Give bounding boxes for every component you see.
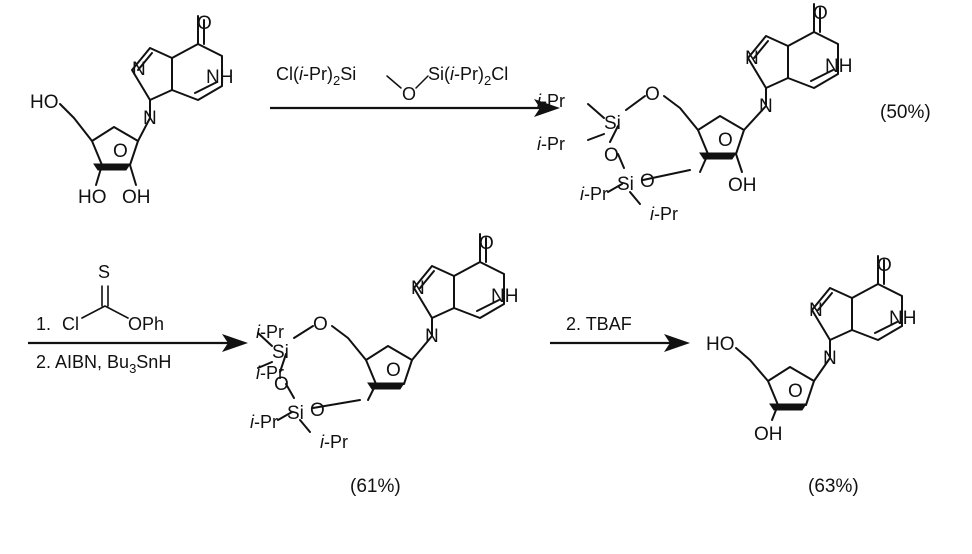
atom-label: N bbox=[823, 348, 837, 369]
atom-label: NH bbox=[889, 308, 916, 329]
atom-label: O bbox=[877, 255, 892, 276]
substituent-label: i-Pr bbox=[650, 204, 678, 224]
reagent-number: 1. bbox=[36, 314, 51, 334]
atom-label: N bbox=[425, 326, 439, 347]
atom-label: NH bbox=[206, 67, 233, 88]
substituent-label: i-Pr bbox=[580, 184, 608, 204]
atom-label: N bbox=[745, 48, 759, 69]
product-1: O N NH N O O Si O Si O OH i-Pr i-Pr i-Pr… bbox=[537, 3, 931, 224]
product-3: O N NH N O HO OH (63%) bbox=[706, 255, 916, 497]
atom-label: O bbox=[274, 374, 289, 395]
substituent-label: i-Pr bbox=[320, 432, 348, 452]
atom-label: O bbox=[313, 314, 328, 335]
atom-label: Si bbox=[272, 342, 289, 363]
reagent-label: Cl(i-Pr)2Si bbox=[276, 64, 356, 88]
starting-material: O N NH N O HO HO OH bbox=[30, 13, 233, 208]
atom-label: Si bbox=[604, 113, 621, 134]
product-2: O N NH N O O Si O Si O i-Pr i-Pr i-Pr i-… bbox=[250, 233, 518, 497]
atom-label: N bbox=[132, 59, 146, 80]
substituent-label: i-Pr bbox=[256, 322, 284, 342]
yield-label: (63%) bbox=[808, 476, 859, 497]
atom-label: OH bbox=[122, 187, 151, 208]
yield-label: (50%) bbox=[880, 102, 931, 123]
substituent-label: i-Pr bbox=[537, 91, 565, 111]
reaction-step-2: S 1. Cl OPh 2. AIBN, Bu3SnH bbox=[28, 262, 248, 376]
reagent-phenoxy: OPh bbox=[128, 314, 164, 334]
atom-label: N bbox=[809, 300, 823, 321]
atom-label: HO bbox=[706, 334, 735, 355]
atom-label: NH bbox=[491, 286, 518, 307]
substituent-label: i-Pr bbox=[250, 412, 278, 432]
atom-label: O bbox=[479, 233, 494, 254]
atom-label: O bbox=[640, 171, 655, 192]
reagent-label: 2. AIBN, Bu3SnH bbox=[36, 352, 171, 376]
atom-label: O bbox=[197, 13, 212, 34]
reaction-step-1: Cl(i-Pr)2Si O Si(i-Pr)2Cl bbox=[270, 64, 560, 117]
atom-label: OH bbox=[728, 175, 757, 196]
atom-label: N bbox=[411, 278, 425, 299]
reagent-chloro: Cl bbox=[62, 314, 79, 334]
atom-label: O bbox=[386, 360, 401, 381]
atom-label: O bbox=[113, 141, 128, 162]
atom-label: N bbox=[759, 96, 773, 117]
atom-label: O bbox=[604, 145, 619, 166]
atom-label: HO bbox=[30, 92, 59, 113]
atom-label: O bbox=[310, 400, 325, 421]
substituent-label: i-Pr bbox=[256, 363, 284, 383]
reagent-label: Si(i-Pr)2Cl bbox=[428, 64, 508, 88]
atom-label: NH bbox=[825, 56, 852, 77]
atom-label: O bbox=[645, 84, 660, 105]
atom-label: Si bbox=[617, 174, 634, 195]
atom-label: O bbox=[813, 3, 828, 24]
reaction-step-3: 2. TBAF bbox=[550, 314, 690, 352]
substituent-label: i-Pr bbox=[537, 134, 565, 154]
atom-label: O bbox=[788, 381, 803, 402]
atom-label: N bbox=[143, 108, 157, 129]
atom-label: O bbox=[718, 130, 733, 151]
reagent-oxygen: O bbox=[402, 84, 416, 104]
atom-label: HO bbox=[78, 187, 107, 208]
atom-label: OH bbox=[754, 424, 783, 445]
yield-label: (61%) bbox=[350, 476, 401, 497]
reagent-sulfur: S bbox=[98, 262, 110, 282]
atom-label: Si bbox=[287, 403, 304, 424]
reagent-label: 2. TBAF bbox=[566, 314, 632, 334]
